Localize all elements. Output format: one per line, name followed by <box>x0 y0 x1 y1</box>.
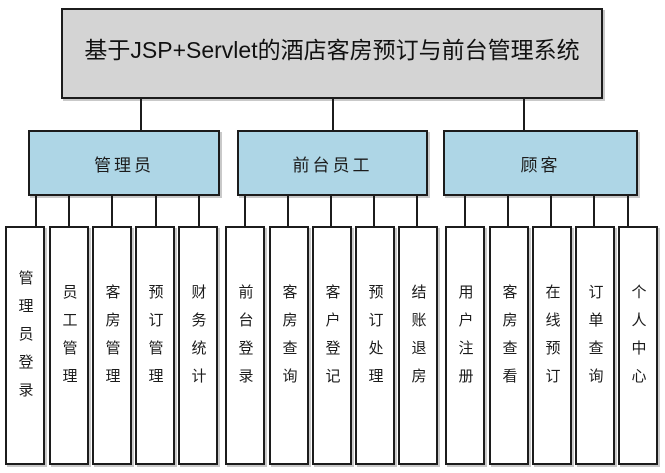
role-box-frontdesk: 前台员工 <box>237 130 428 196</box>
function-box-customer-registration: 客户登记 <box>312 226 352 465</box>
function-label: 预订处理 <box>366 283 384 396</box>
connector-admin-2 <box>68 196 70 226</box>
function-box-room-management: 客房管理 <box>92 226 132 465</box>
function-box-order-query: 订单查询 <box>575 226 615 465</box>
function-label: 用户注册 <box>456 283 474 396</box>
connector-title-to-admin <box>140 99 142 130</box>
system-title-text: 基于JSP+Servlet的酒店客房预订与前台管理系统 <box>84 36 580 63</box>
connector-title-to-frontdesk <box>332 99 334 130</box>
connector-frontdesk-5 <box>416 196 418 226</box>
function-label: 客房管理 <box>103 283 121 396</box>
function-box-staff-management: 员工管理 <box>49 226 89 465</box>
connector-title-to-customer <box>523 99 525 130</box>
connector-customer-2 <box>507 196 509 226</box>
function-box-room-query: 客房查询 <box>269 226 309 465</box>
function-label: 订单查询 <box>586 283 604 396</box>
connector-customer-1 <box>464 196 466 226</box>
connector-frontdesk-1 <box>244 196 246 226</box>
system-title-box: 基于JSP+Servlet的酒店客房预订与前台管理系统 <box>61 8 603 99</box>
connector-admin-4 <box>155 196 157 226</box>
function-box-user-registration: 用户注册 <box>445 226 485 465</box>
function-label: 个人中心 <box>629 283 647 396</box>
function-box-reservation-processing: 预订处理 <box>355 226 395 465</box>
connector-admin-1 <box>35 196 37 226</box>
function-label: 客户登记 <box>323 283 341 396</box>
function-box-checkout: 结账退房 <box>398 226 438 465</box>
function-box-reservation-management: 预订管理 <box>135 226 175 465</box>
connector-frontdesk-2 <box>287 196 289 226</box>
function-label: 结账退房 <box>409 283 427 396</box>
connector-frontdesk-4 <box>373 196 375 226</box>
role-label-frontdesk: 前台员工 <box>292 155 373 175</box>
connector-customer-3 <box>550 196 552 226</box>
function-box-personal-center: 个人中心 <box>618 226 658 465</box>
function-box-online-booking: 在线预订 <box>532 226 572 465</box>
connector-frontdesk-3 <box>330 196 332 226</box>
connector-customer-5 <box>627 196 629 226</box>
function-label: 客房查看 <box>500 283 518 396</box>
connector-customer-4 <box>593 196 595 226</box>
function-label: 前台登录 <box>236 283 254 396</box>
function-box-finance-statistics: 财务统计 <box>178 226 218 465</box>
function-box-room-view: 客房查看 <box>489 226 529 465</box>
function-label: 员工管理 <box>60 283 78 396</box>
function-box-frontdesk-login: 前台登录 <box>225 226 265 465</box>
role-label-admin: 管理员 <box>94 155 154 175</box>
function-label: 财务统计 <box>189 283 207 396</box>
function-label: 管理员登录 <box>16 269 34 410</box>
role-label-customer: 顾客 <box>520 155 561 175</box>
function-label: 客房查询 <box>280 283 298 396</box>
function-label: 在线预订 <box>543 283 561 396</box>
function-box-admin-login: 管理员登录 <box>5 226 45 465</box>
connector-admin-3 <box>111 196 113 226</box>
role-box-admin: 管理员 <box>28 130 220 196</box>
connector-admin-5 <box>198 196 200 226</box>
role-box-customer: 顾客 <box>443 130 638 196</box>
function-label: 预订管理 <box>146 283 164 396</box>
